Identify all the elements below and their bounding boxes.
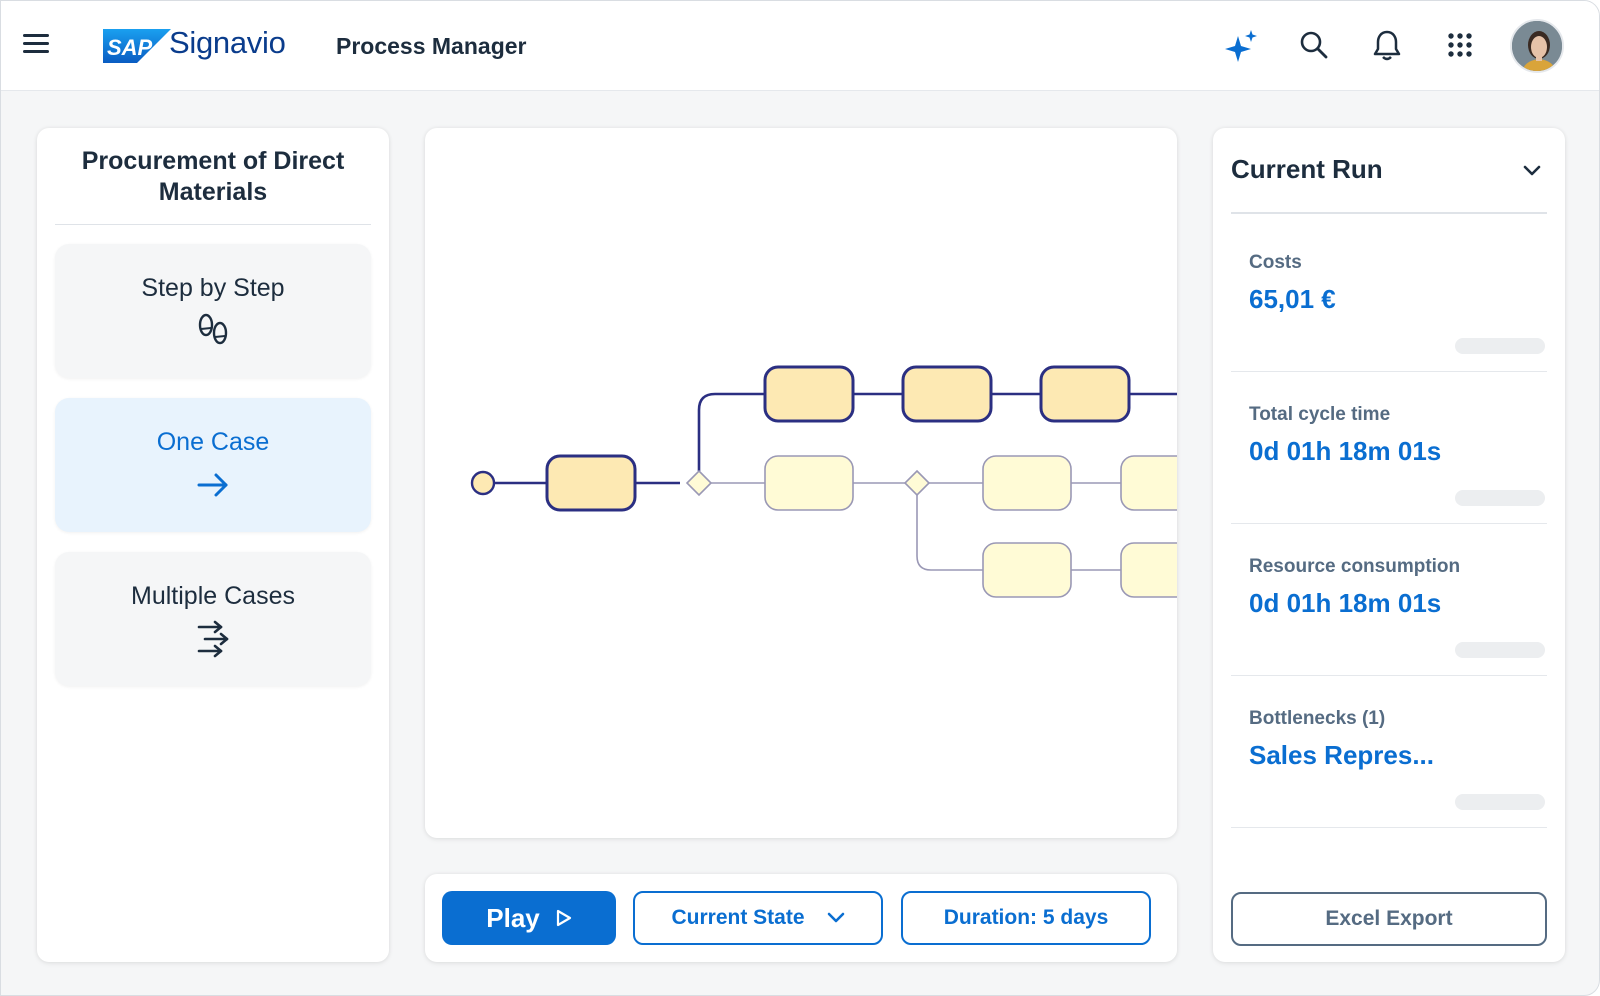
chevron-down-icon[interactable] [1523, 164, 1541, 182]
kpi-placeholder-bar [1455, 490, 1545, 506]
panel-title: Current Run [1231, 154, 1383, 184]
mode-multiple-cases[interactable]: Multiple Cases [55, 552, 371, 686]
flow-gateway-lower [916, 495, 983, 571]
avatar[interactable] [1510, 19, 1564, 73]
chevron-down-icon [827, 912, 844, 923]
mode-label: Step by Step [141, 274, 285, 302]
kpi-label: Costs [1249, 252, 1302, 273]
excel-export-button[interactable]: Excel Export [1231, 892, 1547, 946]
task-active-4[interactable] [1039, 365, 1131, 423]
divider [55, 224, 371, 225]
kpi-bottlenecks[interactable]: Bottlenecks (1) Sales Repres... [1231, 676, 1547, 828]
duration-button[interactable]: Duration: 5 days [901, 891, 1151, 945]
divider [1231, 212, 1547, 214]
task-active-1[interactable] [545, 454, 637, 512]
kpi-label: Resource consumption [1249, 556, 1461, 577]
play-button[interactable]: Play [442, 891, 616, 945]
kpi-cycle-time: Total cycle time 0d 01h 18m 01s [1231, 372, 1547, 524]
grid-icon[interactable] [1442, 27, 1478, 63]
simulation-toolbar: Play Current State Duration: 5 days [425, 874, 1177, 962]
task-active-2[interactable] [763, 365, 855, 423]
sap-logo: SAP [103, 29, 171, 63]
kpi-placeholder-bar [1455, 338, 1545, 354]
start-event[interactable] [470, 470, 496, 496]
product-logo-text: Signavio [169, 25, 286, 60]
mode-label: Multiple Cases [131, 582, 295, 610]
kpi-value: 65,01 € [1249, 284, 1336, 314]
current-run-panel: Current Run Costs 65,01 € Total cycle ti… [1213, 128, 1565, 962]
simulation-mode-panel: Procurement of Direct Materials Step by … [37, 128, 389, 962]
sparkle-icon[interactable] [1223, 27, 1259, 63]
kpi-costs: Costs 65,01 € [1231, 220, 1547, 372]
duration-label: Duration: 5 days [943, 906, 1109, 929]
kpi-label: Total cycle time [1249, 404, 1391, 425]
kpi-value: 0d 01h 18m 01s [1249, 588, 1442, 618]
sequence-flows [495, 392, 1177, 571]
gateway-1[interactable] [685, 469, 713, 497]
kpi-label: Bottlenecks (1) [1249, 708, 1386, 729]
mode-label: One Case [156, 428, 270, 456]
task-pending-5[interactable] [1120, 542, 1177, 598]
footsteps-icon [55, 311, 371, 351]
kpi-resource-consumption: Resource consumption 0d 01h 18m 01s [1231, 524, 1547, 676]
kpi-value: 0d 01h 18m 01s [1249, 436, 1442, 466]
svg-text:SAP: SAP [107, 35, 153, 60]
play-icon [556, 909, 571, 927]
menu-icon[interactable] [23, 34, 49, 56]
play-label: Play [486, 902, 540, 933]
task-pending-4[interactable] [982, 542, 1072, 598]
kpi-placeholder-bar [1455, 794, 1545, 810]
state-select-label: Current State [671, 906, 805, 929]
task-pending-3[interactable] [1120, 455, 1177, 511]
kpi-placeholder-bar [1455, 642, 1545, 658]
gateway-2[interactable] [903, 469, 931, 497]
task-pending-1[interactable] [764, 455, 854, 511]
mode-one-case[interactable]: One Case [55, 398, 371, 532]
shell-bar: SAP Signavio Process Manager [1, 1, 1599, 91]
mode-step-by-step[interactable]: Step by Step [55, 244, 371, 378]
bell-icon[interactable] [1369, 27, 1405, 63]
search-icon[interactable] [1296, 27, 1332, 63]
process-diagram [470, 365, 1177, 598]
process-title: Procurement of Direct Materials [81, 147, 345, 206]
multiple-arrows-icon [55, 619, 371, 659]
process-canvas[interactable] [425, 128, 1177, 838]
arrow-right-icon [55, 465, 371, 505]
kpi-value[interactable]: Sales Repres... [1249, 740, 1434, 770]
task-pending-2[interactable] [982, 455, 1072, 511]
task-active-3[interactable] [901, 365, 993, 423]
app-title: Process Manager [336, 33, 527, 59]
state-select[interactable]: Current State [633, 891, 883, 945]
flow-gateway-upper [697, 392, 765, 471]
